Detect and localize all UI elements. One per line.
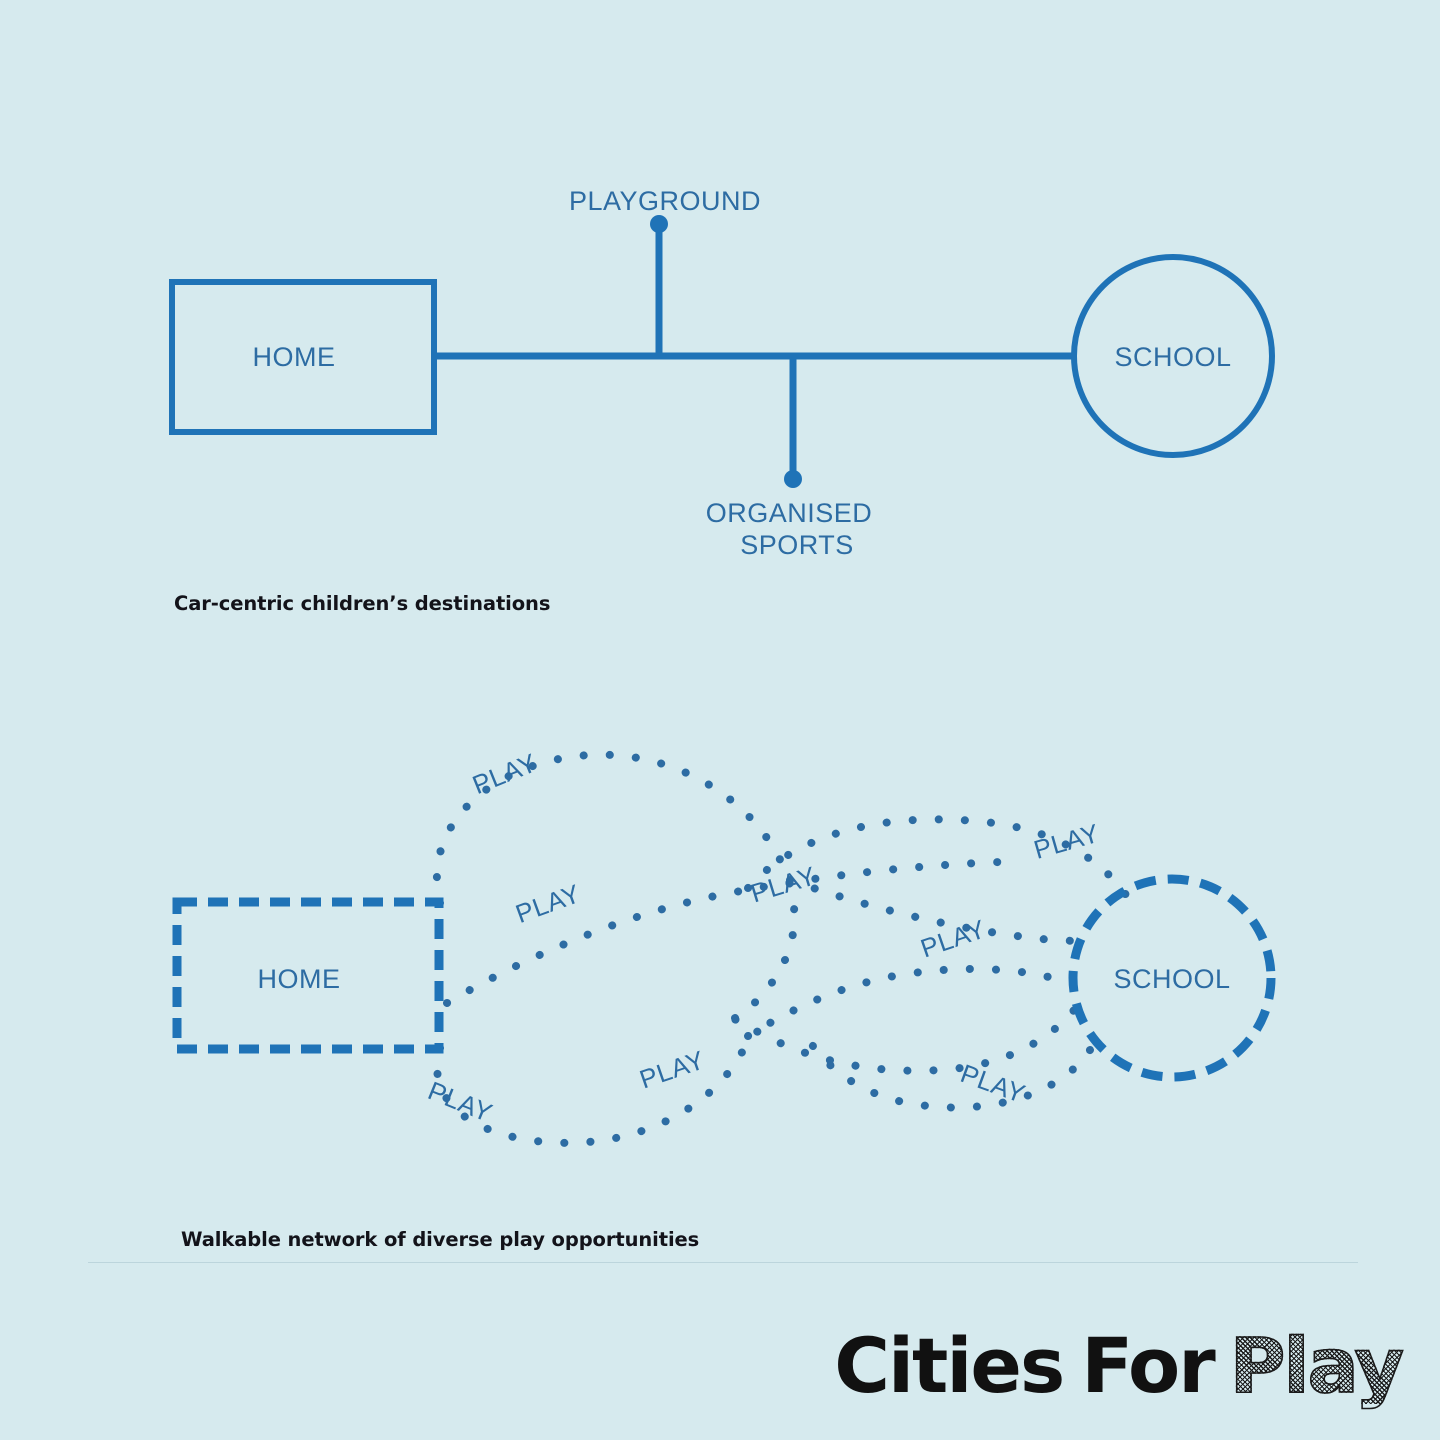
node-school-bottom[interactable]: [1068, 874, 1276, 1082]
diagram-top-group: HOME SCHOOL PLAYGROUND ORGANISED SPORTS: [169, 186, 1275, 560]
node-organised-sports-label-line2: SPORTS: [740, 530, 854, 560]
play-path-bridge-lower: [744, 965, 1064, 1040]
play-label-3: PLAY: [747, 860, 819, 908]
cities-for-play-logo[interactable]: Cities For Play: [834, 1321, 1405, 1410]
play-path-left-lower: [433, 1036, 752, 1147]
node-home-bottom-label: HOME: [258, 964, 341, 994]
playground-terminal-dot: [650, 215, 668, 233]
node-home-top[interactable]: [169, 279, 437, 435]
play-label-5: PLAY: [917, 913, 990, 963]
node-school-top-label: SCHOOL: [1114, 342, 1231, 372]
logo-word-play: Play: [1229, 1321, 1405, 1410]
node-home-bottom[interactable]: [172, 897, 444, 1054]
play-label-6: PLAY: [424, 1075, 497, 1128]
play-label-8: PLAY: [957, 1058, 1030, 1109]
play-path-bridge-upper: [786, 876, 1092, 945]
node-school-bottom-label: SCHOOL: [1113, 964, 1230, 994]
organised-sports-terminal-dot: [784, 470, 802, 488]
caption-walkable-network: Walkable network of diverse play opportu…: [181, 1228, 700, 1251]
play-path-right-lower: [796, 1021, 1094, 1112]
node-school-top[interactable]: [1071, 254, 1275, 458]
play-path-rising-centre: [443, 858, 1004, 1007]
play-label-7: PLAY: [636, 1044, 709, 1094]
caption-car-centric: Car-centric children’s destinations: [174, 592, 551, 615]
diagram-bottom-group: HOME SCHOOL PLAY PLAY PLAY PLAY PLAY PLA…: [172, 747, 1276, 1147]
node-playground-label: PLAYGROUND: [569, 186, 761, 216]
logo-word-cities: Cities: [834, 1321, 1065, 1410]
play-paths: [432, 750, 1139, 1147]
logo-word-for: For: [1081, 1321, 1216, 1410]
node-home-top-label: HOME: [253, 342, 336, 372]
play-label-2: PLAY: [512, 878, 585, 929]
play-label-1: PLAY: [468, 747, 541, 800]
play-path-left-upper: [432, 750, 799, 1024]
node-organised-sports-label-line1: ORGANISED: [706, 498, 873, 528]
section-divider: [88, 1262, 1358, 1263]
play-path-descending-centre: [731, 991, 1089, 1075]
